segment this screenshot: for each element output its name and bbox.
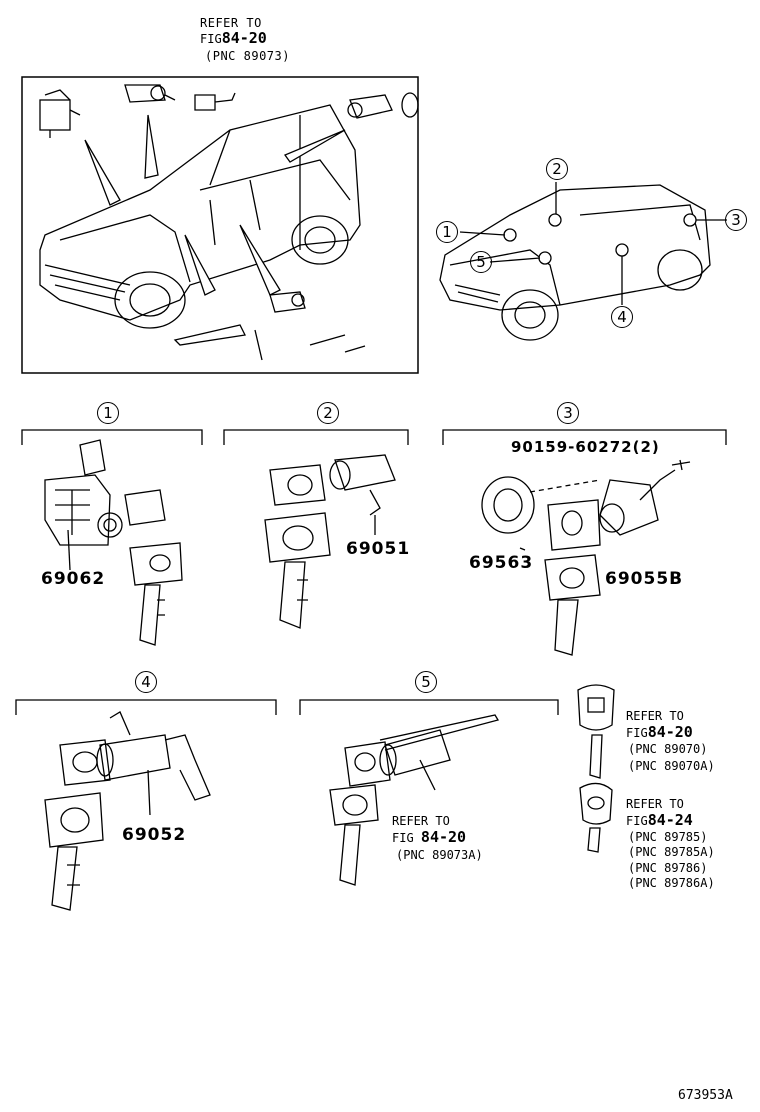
- key2-pnc-3: (PNC 89786): [628, 861, 708, 875]
- group5-fig-ref: FIG 84-20: [392, 828, 467, 846]
- part-number-90159-60272: 90159-60272(2): [511, 438, 660, 456]
- part-number-69062: 69062: [41, 569, 106, 589]
- car-overview-left: [39, 104, 361, 329]
- part-69051-drawing: [264, 454, 396, 629]
- vehicle-callout-1: 1: [436, 221, 458, 243]
- group-3-number: 3: [557, 402, 579, 424]
- key1-fig-ref: FIG84-20: [626, 723, 693, 741]
- bracket-4: [15, 699, 277, 715]
- overview-arrows: [84, 114, 346, 296]
- overview-frame: [21, 76, 419, 374]
- vehicle-callout-4: 4: [611, 306, 633, 328]
- bracket-3: [442, 429, 727, 445]
- top-refer-label: REFER TO: [200, 16, 262, 30]
- key2-pnc-2: (PNC 89785A): [628, 845, 715, 859]
- group5-pnc-label: (PNC 89073A): [396, 848, 483, 862]
- vehicle-callout-3: 3: [725, 209, 747, 231]
- top-pnc-label: (PNC 89073): [205, 49, 290, 63]
- group-4-number: 4: [135, 671, 157, 693]
- part-69062-drawing: [44, 439, 183, 646]
- key1-pnc-2: (PNC 89070A): [628, 759, 715, 773]
- key2-pnc-1: (PNC 89785): [628, 830, 708, 844]
- key2-fig-ref: FIG84-24: [626, 811, 693, 829]
- group5-refer-label: REFER TO: [392, 814, 450, 828]
- part-number-69563: 69563: [469, 553, 534, 573]
- bracket-1: [21, 429, 203, 445]
- bracket-5: [299, 699, 559, 715]
- bracket-2: [223, 429, 409, 445]
- key2-pnc-4: (PNC 89786A): [628, 876, 715, 890]
- vehicle-callout-2: 2: [546, 158, 568, 180]
- group-2-number: 2: [317, 402, 339, 424]
- part-number-69052: 69052: [122, 825, 187, 845]
- illustration-id: 673953A: [678, 1088, 733, 1103]
- part-group3-drawing: [481, 459, 691, 656]
- group-1-number: 1: [97, 402, 119, 424]
- key1-refer-label: REFER TO: [626, 709, 684, 723]
- key2-refer-label: REFER TO: [626, 797, 684, 811]
- part-69052-drawing: [44, 711, 211, 911]
- overview-parts-left: [39, 84, 419, 361]
- key1-pnc-1: (PNC 89070): [628, 742, 708, 756]
- vehicle-callout-5: 5: [470, 251, 492, 273]
- top-fig-ref: FIG84-20: [200, 29, 267, 47]
- group-5-number: 5: [415, 671, 437, 693]
- part-number-69051: 69051: [346, 539, 411, 559]
- key-fob-1-drawing: [577, 684, 615, 779]
- car-callout-right: [439, 182, 727, 341]
- key-fob-2-drawing: [579, 782, 613, 853]
- part-number-69055B: 69055B: [605, 569, 684, 589]
- part-group5-drawing: [329, 714, 500, 886]
